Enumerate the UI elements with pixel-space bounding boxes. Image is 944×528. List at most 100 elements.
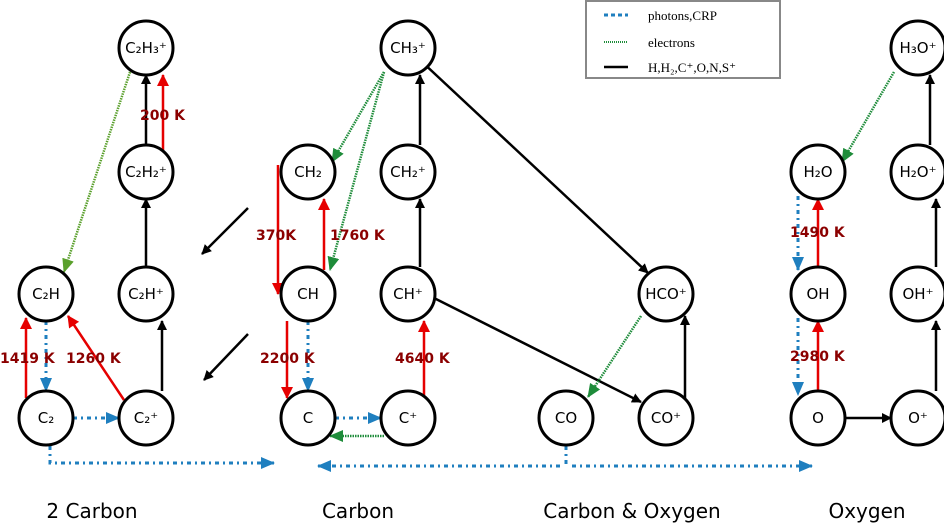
node-circle xyxy=(889,389,944,447)
node-circle xyxy=(279,265,337,323)
node-c2: C₂ xyxy=(17,389,75,447)
node-label: HCO⁺ xyxy=(645,285,686,303)
edge-electrons-c2h3-plus-to-c2h xyxy=(62,71,132,273)
node-circle xyxy=(117,389,175,447)
legend-reaction-label: H,H₂,C⁺,O,N,S⁺ xyxy=(648,60,736,75)
node-circle xyxy=(889,265,944,323)
node-ch2: CH₂ xyxy=(279,143,337,201)
node-c-plus: C⁺ xyxy=(379,389,437,447)
node-label: C₂ xyxy=(38,409,55,427)
node-label: H₂O⁺ xyxy=(899,163,936,181)
node-label: CH xyxy=(297,285,319,303)
node-circle xyxy=(117,143,175,201)
node-circle xyxy=(789,265,847,323)
node-label: O xyxy=(812,409,824,427)
node-label: C⁺ xyxy=(399,409,417,427)
node-label: O⁺ xyxy=(908,409,928,427)
node-label: C₂H₂⁺ xyxy=(125,163,167,181)
node-label: CH₂ xyxy=(294,163,322,181)
edge-label-ch-to-c: 2200 K xyxy=(260,351,316,367)
node-h2o: H₂O xyxy=(789,143,847,201)
node-ch-plus: CH⁺ xyxy=(379,265,437,323)
node-label: OH⁺ xyxy=(902,285,933,303)
node-circle xyxy=(537,389,595,447)
node-label: CH₂⁺ xyxy=(390,163,426,181)
edge-electrons-hco-plus-to-co xyxy=(586,315,643,398)
node-circle xyxy=(637,265,695,323)
group-label-carbon: Carbon xyxy=(322,499,394,523)
legend: photons,CRP electrons H,H₂,C⁺,O,N,S⁺ xyxy=(585,0,781,79)
node-label: H₂O xyxy=(803,163,832,181)
group-label-carbon-oxygen: Carbon & Oxygen xyxy=(543,499,720,523)
node-circle xyxy=(789,389,847,447)
node-co-plus: CO⁺ xyxy=(637,389,695,447)
node-circle xyxy=(379,143,437,201)
node-circle xyxy=(379,265,437,323)
nodes-layer: C₂H₃⁺ C₂H₂⁺ C₂H C₂H⁺ C₂ C₂⁺ CH₃⁺ CH₂ CH₂⁺ CH CH⁺ C C… xyxy=(17,19,944,447)
node-oh: OH xyxy=(789,265,847,323)
node-c2h: C₂H xyxy=(17,265,75,323)
node-circle xyxy=(637,389,695,447)
edge-label-oh-to-h2o: 1490 K xyxy=(790,225,846,241)
node-c2h-plus: C₂H⁺ xyxy=(117,265,175,323)
node-label: C₂H⁺ xyxy=(128,285,164,303)
edge-label-ch-to-ch2: 1760 K xyxy=(330,228,386,244)
reaction-arrow-carbon-to-2carbon-lower xyxy=(203,333,249,381)
node-circle xyxy=(889,19,944,77)
node-o-plus: O⁺ xyxy=(889,389,944,447)
node-o: O xyxy=(789,389,847,447)
edge-label-c2-to-c2h: 1419 K xyxy=(0,351,56,367)
group-label-oxygen: Oxygen xyxy=(828,499,905,523)
edge-label-c-plus-to-ch-plus: 4640 K xyxy=(395,351,451,367)
legend-photons-label: photons,CRP xyxy=(648,8,717,23)
edge-thermal-c2-plus-to-c2h xyxy=(66,315,126,401)
node-oh-plus: OH⁺ xyxy=(889,265,944,323)
edge-label-ch2-to-ch: 370K xyxy=(256,228,297,244)
node-label: OH xyxy=(806,285,829,303)
node-hco-plus: HCO⁺ xyxy=(637,265,695,323)
node-ch3-plus: CH₃⁺ xyxy=(379,19,437,77)
node-c2h2-plus: C₂H₂⁺ xyxy=(117,143,175,201)
node-circle xyxy=(17,389,75,447)
legend-electrons-label: electrons xyxy=(648,35,695,50)
node-label: C₂H xyxy=(32,285,60,303)
node-c: C xyxy=(279,389,337,447)
node-ch: CH xyxy=(279,265,337,323)
node-label: CH⁺ xyxy=(393,285,423,303)
node-h3o-plus: H₃O⁺ xyxy=(889,19,944,77)
edges-layer xyxy=(20,59,941,472)
node-circle xyxy=(379,389,437,447)
edge-label-o-to-oh: 2980 K xyxy=(790,349,846,365)
node-label: CO xyxy=(555,409,577,427)
node-circle xyxy=(789,143,847,201)
edge-label-c2h2-plus-to-c2h3-plus: 200 K xyxy=(140,108,186,124)
edge-electrons-ch3-plus-to-ch2 xyxy=(330,71,386,163)
node-circle xyxy=(889,143,944,201)
node-label: C xyxy=(303,409,313,427)
edge-label-c2-plus-to-c2h: 1260 K xyxy=(66,351,122,367)
group-label-2-carbon: 2 Carbon xyxy=(46,499,137,523)
node-label: C₂H₃⁺ xyxy=(125,39,167,57)
edge-electrons-h3o-plus-to-h2o xyxy=(840,71,896,163)
node-co: CO xyxy=(537,389,595,447)
node-c2-plus: C₂⁺ xyxy=(117,389,175,447)
node-label: H₃O⁺ xyxy=(899,39,936,57)
node-circle xyxy=(117,19,175,77)
node-label: C₂⁺ xyxy=(134,409,158,427)
edge-reaction-ch-plus-to-co-plus xyxy=(431,295,642,404)
node-c2h3-plus: C₂H₃⁺ xyxy=(117,19,175,77)
node-circle xyxy=(279,143,337,201)
node-circle xyxy=(379,19,437,77)
reaction-arrow-carbon-to-2carbon-upper xyxy=(201,207,249,255)
node-circle xyxy=(117,265,175,323)
node-ch2-plus: CH₂⁺ xyxy=(379,143,437,201)
node-label: CH₃⁺ xyxy=(390,39,426,57)
node-circle xyxy=(17,265,75,323)
node-circle xyxy=(279,389,337,447)
edge-labels-layer: 200 K 1419 K 1260 K 370K 1760 K 2200 K 4640 K 1… xyxy=(0,108,846,367)
photon-arrow-2carbon-to-carbon xyxy=(48,446,275,469)
edge-electrons-ch3-plus-to-ch xyxy=(327,71,386,271)
node-label: CO⁺ xyxy=(651,409,681,427)
node-h2o-plus: H₂O⁺ xyxy=(889,143,944,201)
